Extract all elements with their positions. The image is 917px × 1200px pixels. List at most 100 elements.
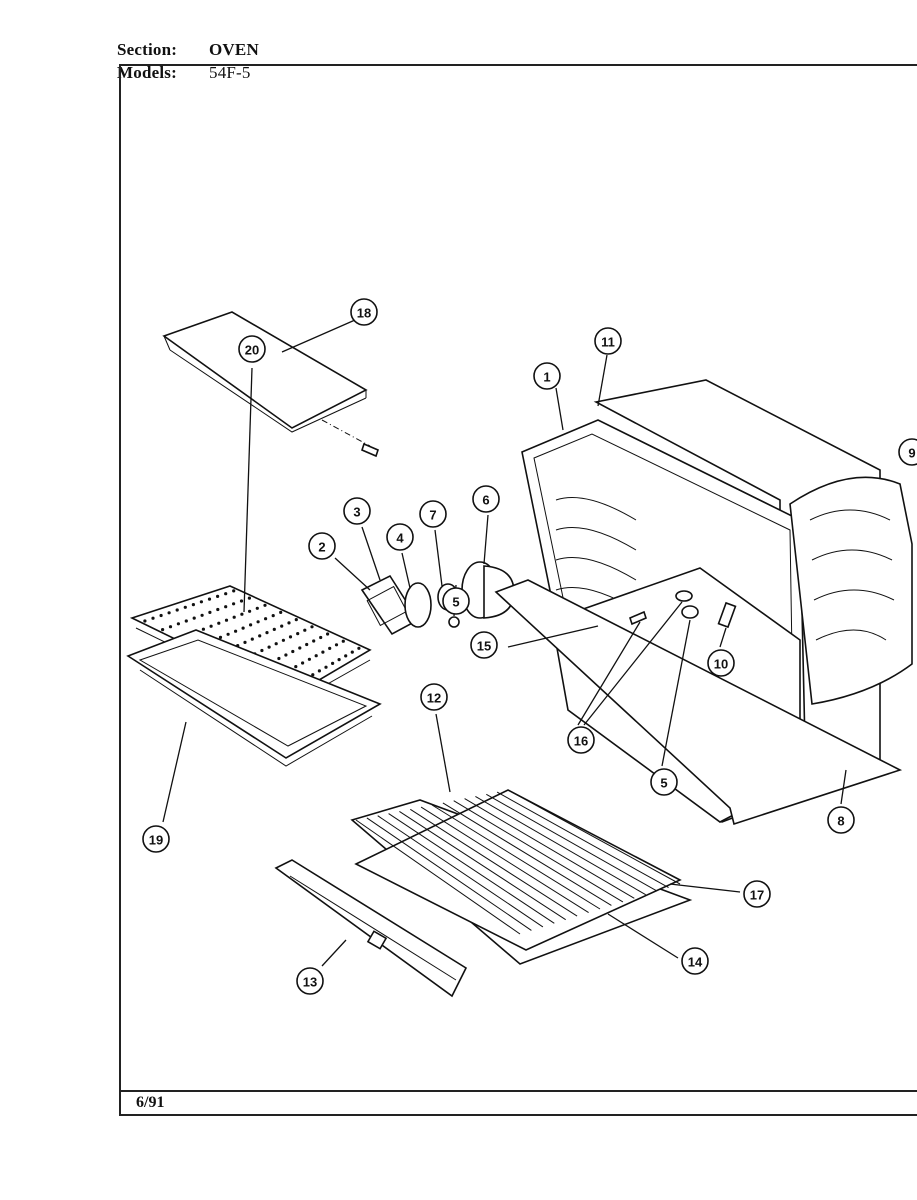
grid-perforation xyxy=(176,622,180,626)
rack-bar xyxy=(442,802,612,906)
grid-perforation xyxy=(260,648,264,653)
grid-perforation xyxy=(256,620,260,624)
grid-perforation xyxy=(319,635,323,640)
grid-perforation xyxy=(271,614,275,618)
grid-perforation xyxy=(291,649,295,654)
grid-perforation xyxy=(209,624,213,628)
grid-perforation xyxy=(216,607,220,612)
grid-perforation xyxy=(224,618,229,622)
grid-perforation xyxy=(294,665,298,669)
rack-bar xyxy=(410,808,578,917)
callout-label: 11 xyxy=(601,335,615,350)
footer-rule xyxy=(121,1090,917,1092)
grid-perforation xyxy=(321,650,325,654)
callout-19: 19 xyxy=(142,825,170,853)
callout-label: 20 xyxy=(245,343,259,358)
models-label: Models: xyxy=(117,63,177,82)
grid-perforation xyxy=(341,639,345,643)
callout-label: 1 xyxy=(543,370,550,385)
grid-perforation xyxy=(301,661,305,665)
grid-perforation xyxy=(328,646,332,651)
grid-perforation xyxy=(314,654,318,658)
callout-16: 16 xyxy=(567,726,595,754)
grid-perforation xyxy=(200,613,204,617)
grid-perforation xyxy=(218,635,223,640)
grid-perforation xyxy=(199,600,203,604)
grid-perforation xyxy=(226,632,230,636)
rack-bar xyxy=(431,804,601,910)
grid-perforation xyxy=(277,656,281,661)
grid-perforation xyxy=(357,646,361,650)
callout-8: 8 xyxy=(827,806,855,834)
grid-perforation xyxy=(267,645,271,649)
grid-perforation xyxy=(281,638,285,642)
grid-perforation xyxy=(239,599,244,603)
grid-perforation xyxy=(312,639,316,643)
rack-bar xyxy=(464,798,635,899)
callout-20: 20 xyxy=(238,335,266,363)
diagram-frame xyxy=(119,64,917,1116)
grid-perforation xyxy=(287,621,291,625)
grid-perforation xyxy=(207,597,212,601)
grid-perforation xyxy=(326,632,330,636)
grid-perforation xyxy=(168,625,173,629)
grid-perforation xyxy=(296,632,300,636)
grid-perforation xyxy=(305,642,309,647)
grid-perforation xyxy=(298,646,302,650)
callout-12: 12 xyxy=(420,683,448,711)
callout-label: 18 xyxy=(357,306,371,321)
grid-perforation xyxy=(310,625,314,629)
callout-label: 14 xyxy=(688,955,703,970)
callout-label: 17 xyxy=(750,888,764,903)
callout-2: 2 xyxy=(308,532,336,560)
callout-label: 9 xyxy=(908,446,915,461)
rack-bar xyxy=(355,819,521,935)
fasteners xyxy=(577,590,737,767)
rack-bar xyxy=(507,789,681,885)
grid-perforation xyxy=(247,596,251,600)
grid-perforation xyxy=(184,619,188,623)
callout-label: 4 xyxy=(396,531,404,546)
grid-perforation xyxy=(294,618,298,622)
grid-perforation xyxy=(167,611,171,615)
callout-label: 2 xyxy=(318,540,325,555)
grid-perforation xyxy=(288,635,293,639)
grid-perforation xyxy=(331,661,335,666)
rack-bar xyxy=(486,793,658,892)
grid-perforation xyxy=(161,628,165,632)
grid-perforation xyxy=(234,629,238,633)
rack-bar xyxy=(366,817,532,931)
rack-bar xyxy=(377,815,544,928)
callout-5: 5 xyxy=(442,587,470,615)
grid-perforation xyxy=(258,634,262,638)
part-18-shelf xyxy=(162,311,379,458)
grid-perforation xyxy=(303,628,307,632)
rack-bar xyxy=(475,795,646,896)
grid-perforation xyxy=(344,654,348,658)
grid-perforation xyxy=(232,589,236,593)
grid-perforation xyxy=(159,613,163,618)
callout-15: 15 xyxy=(470,631,498,659)
callout-14: 14 xyxy=(681,947,709,975)
rack-bar xyxy=(420,806,589,914)
section-value: OVEN xyxy=(209,40,259,59)
grid-perforation xyxy=(263,603,267,607)
section-header: Section: OVEN xyxy=(117,40,259,60)
callout-11: 11 xyxy=(594,327,622,355)
rack-bar xyxy=(399,810,566,921)
grid-perforation xyxy=(280,624,284,628)
grid-perforation xyxy=(264,617,268,621)
grid-perforation xyxy=(232,615,236,619)
callout-17: 17 xyxy=(743,880,771,908)
callout-5: 5 xyxy=(650,768,678,796)
grid-perforation xyxy=(224,605,228,609)
grid-perforation xyxy=(216,594,220,599)
callout-1: 1 xyxy=(533,362,561,390)
callout-18: 18 xyxy=(350,298,378,326)
section-label: Section: xyxy=(117,40,178,59)
grid-perforation xyxy=(248,609,252,613)
grid-perforation xyxy=(240,612,244,616)
grid-perforation xyxy=(307,657,311,661)
callout-label: 8 xyxy=(837,814,844,829)
